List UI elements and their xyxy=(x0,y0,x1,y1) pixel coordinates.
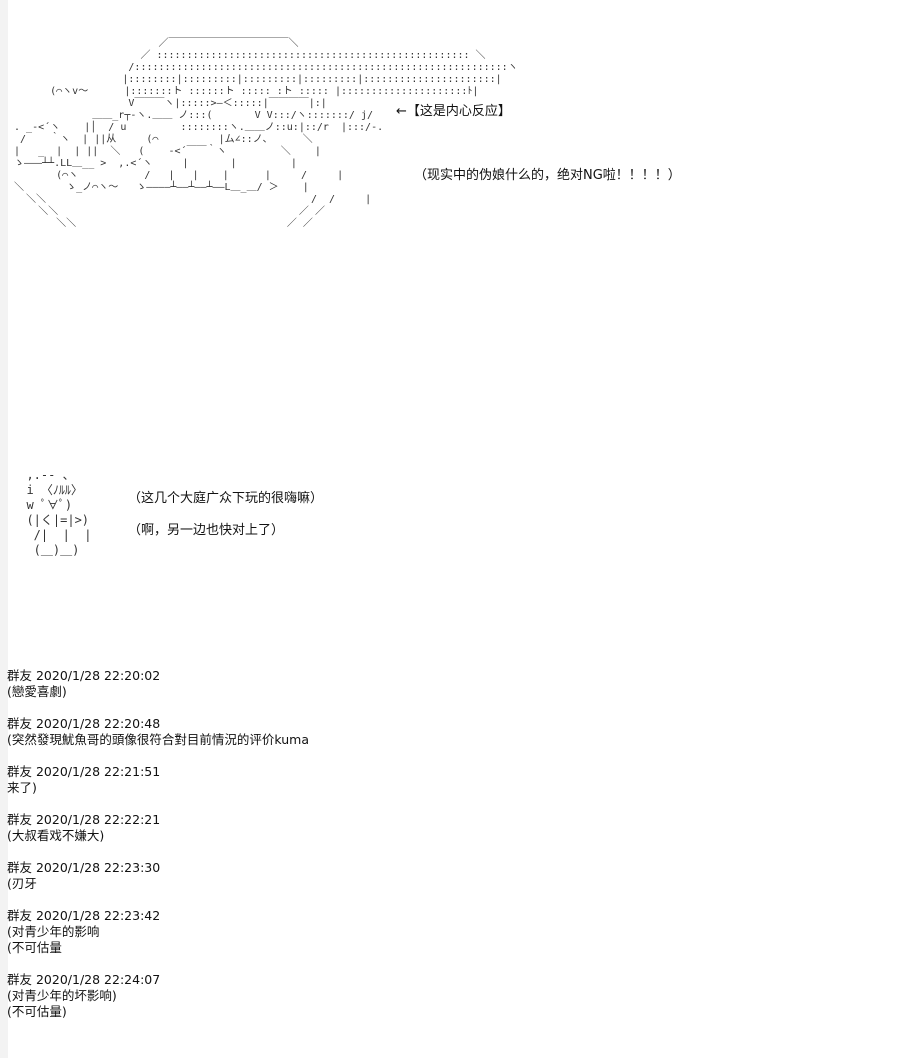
art-line: ,.-‐ 、 xyxy=(12,468,75,482)
art-line: V￣￣￣ヽ|:::::>―＜:::::|￣￣￣￣|:| xyxy=(8,98,327,109)
art-line: (⌒ヽv〜 |:::::::ト ::::::ト ::::: :ト ::::: |… xyxy=(8,86,479,97)
art-line: ＼ ゝ_ノ⌒ヽ〜 ゝ――――┴――┴――┴――L＿_＿/ ＞ | xyxy=(8,182,309,193)
chat-message-text: (戀愛喜劇) xyxy=(7,684,67,699)
art-line: / ｀ヽ | ||从 (⌒ |ム∠::ノ、 ＼ xyxy=(8,134,313,145)
chat-message-text: 来了) xyxy=(7,780,37,795)
chat-message-header: 群友 2020/1/28 22:23:42 xyxy=(7,908,161,923)
art-line: ／￣￣￣￣￣￣￣￣￣￣￣￣＼ xyxy=(8,38,299,49)
chat-message: 群友 2020/1/28 22:23:30(刃牙 xyxy=(7,860,507,892)
art-line: ／ ::::::::::::::::::::::::::::::::::::::… xyxy=(8,50,486,61)
chat-message-header: 群友 2020/1/28 22:20:48 xyxy=(7,716,161,731)
art-line: (|く|=|>) xyxy=(12,513,90,527)
art-line: (⌒ヽ / | | | | / | xyxy=(8,170,344,181)
other-side-note: （啊，另一边也快对上了） xyxy=(128,523,285,538)
art-line: (＿)＿) xyxy=(12,543,80,557)
chat-message-header: 群友 2020/1/28 22:21:51 xyxy=(7,764,161,779)
chat-message: 群友 2020/1/28 22:22:21(大叔看戏不嫌大) xyxy=(7,812,507,844)
chat-message-text: (突然發現魷魚哥的頭像很符合對目前情況的评价kuma xyxy=(7,732,309,747)
art-line: . _‐<´ヽ |│ / u ::::::::ヽ.＿＿ノ::u:|::/r |:… xyxy=(8,122,384,133)
chat-message: 群友 2020/1/28 22:20:48(突然發現魷魚哥的頭像很符合對目前情況… xyxy=(7,716,507,748)
chat-message: 群友 2020/1/28 22:20:02(戀愛喜劇) xyxy=(7,668,507,700)
art-line: ＼＼ ／ ／ xyxy=(8,206,325,217)
chat-log: 群友 2020/1/28 22:20:02(戀愛喜劇)群友 2020/1/28 … xyxy=(7,668,507,1036)
art-line: ゝ―――┴┴.LL＿__ > ,.<´ヽ | | | xyxy=(8,158,297,169)
crowd-note: （这几个大庭广众下玩的很嗨嘛） xyxy=(128,491,324,506)
ascii-art-scene-1: ／￣￣￣￣￣￣￣￣￣￣￣￣＼ ／ :::::::::::::::::::::::… xyxy=(8,38,518,230)
chat-message: 群友 2020/1/28 22:23:42(对青少年的影响(不可估量 xyxy=(7,908,507,956)
art-line: i 〈ﾉﾙﾙ〉 xyxy=(12,483,83,497)
art-line: | _ | | || ＼ ( ‐<´￣￣｀ヽ ＼ | xyxy=(8,146,321,157)
inner-reaction-note: ←【这是内心反应】 xyxy=(396,104,511,119)
art-line: ＼＼ ／ ／ xyxy=(8,218,313,229)
chat-message-text: (大叔看戏不嫌大) xyxy=(7,828,105,843)
chat-message-header: 群友 2020/1/28 22:22:21 xyxy=(7,812,161,827)
chat-message-text: (刃牙 xyxy=(7,876,37,891)
art-line: |::::::::|:::::::::|:::::::::|:::::::::|… xyxy=(8,74,502,85)
art-line: w ﾟ∀ﾟ) xyxy=(12,498,73,512)
chat-message-text: (对青少年的影响 xyxy=(7,924,100,939)
real-life-note: （现实中的伪娘什么的，绝对NG啦！！！！） xyxy=(414,168,681,183)
page-margin xyxy=(0,0,8,1058)
art-line: ＿＿_r┬‐ヽ.＿＿ ノ:::( V V:::/ヽ:::::::/ j/ xyxy=(8,110,374,121)
chat-message-text: (不可估量) xyxy=(7,1004,67,1019)
art-line: /:::::::::::::::::::::::::::::::::::::::… xyxy=(8,62,518,73)
chat-message-header: 群友 2020/1/28 22:23:30 xyxy=(7,860,161,875)
chat-message: 群友 2020/1/28 22:24:07(对青少年的坏影响)(不可估量) xyxy=(7,972,507,1020)
chat-message-text: (不可估量 xyxy=(7,940,62,955)
art-line: /| | | xyxy=(12,528,92,542)
chat-message-header: 群友 2020/1/28 22:24:07 xyxy=(7,972,161,987)
chat-message-header: 群友 2020/1/28 22:20:02 xyxy=(7,668,161,683)
chat-message-text: (对青少年的坏影响) xyxy=(7,988,117,1003)
ascii-art-scene-2: ,.-‐ 、 i 〈ﾉﾙﾙ〉 w ﾟ∀ﾟ) (|く|=|>) /| | | (＿… xyxy=(12,468,91,558)
art-line: ＼＼ / / | xyxy=(8,194,372,205)
